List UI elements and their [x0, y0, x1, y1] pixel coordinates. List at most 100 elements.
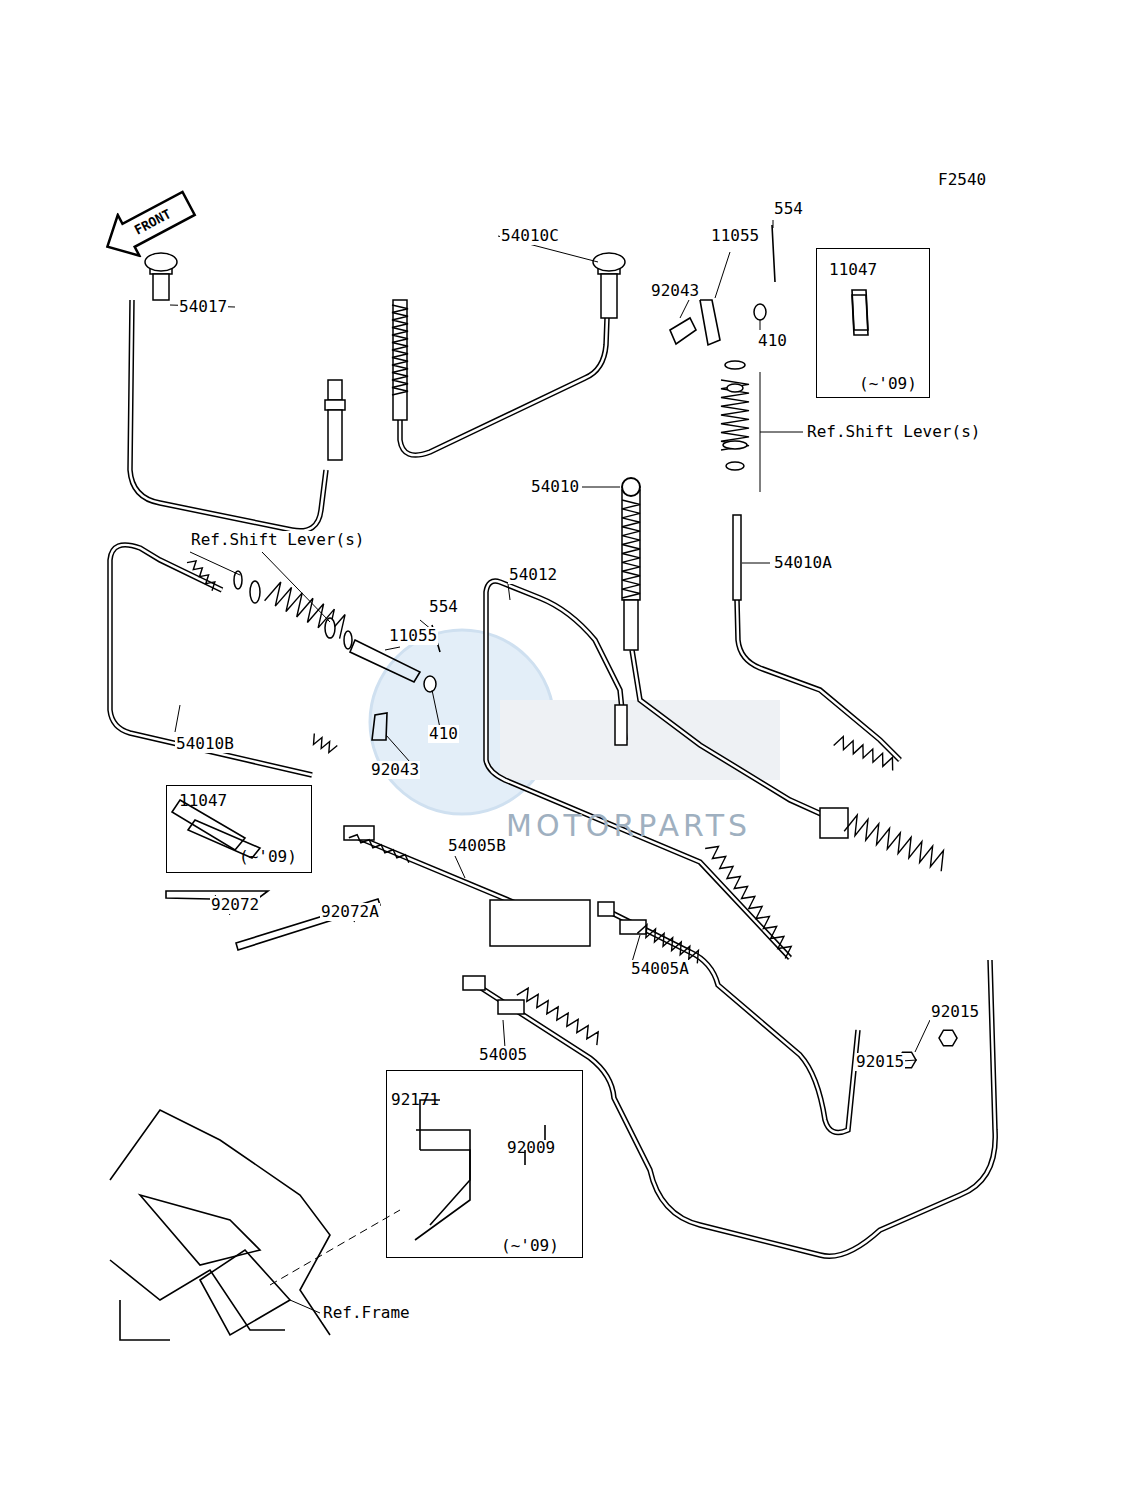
leader-line — [290, 1300, 320, 1313]
spring-coil — [349, 835, 409, 863]
callout-number: Ref.Shift Lever(s) — [806, 423, 981, 441]
cable-core — [632, 650, 830, 818]
spring-coil — [622, 500, 640, 598]
small-part — [350, 640, 420, 682]
washer — [725, 361, 745, 369]
cable-outline — [345, 832, 520, 905]
cable-fitting — [615, 705, 627, 745]
callout-number: 54010C — [500, 227, 560, 245]
cable-fitting — [733, 515, 741, 600]
spring-coil — [314, 734, 338, 753]
cable-fitting — [624, 600, 638, 650]
cable-outline — [486, 581, 790, 958]
callout-number: 92015 — [930, 1003, 980, 1021]
callout-number: 410 — [757, 332, 788, 350]
cable-fitting — [463, 976, 485, 990]
washer — [723, 441, 747, 449]
cable-fitting — [393, 300, 407, 420]
cable-outline — [110, 545, 312, 775]
spring-coil — [834, 737, 893, 771]
leader-line — [760, 320, 761, 330]
variant-box: 92171 92009 (~'09) — [386, 1070, 583, 1258]
frame-outline — [110, 1260, 285, 1330]
cable-fitting — [153, 274, 169, 300]
front-arrow: FRONT — [94, 180, 202, 269]
callout-number: Ref.Shift Lever(s) — [190, 531, 365, 549]
callout-number: F2540 — [937, 171, 987, 189]
mount-line — [270, 1210, 400, 1285]
callout-number: Ref.Frame — [322, 1304, 411, 1322]
small-part — [432, 225, 775, 652]
cable-outline — [737, 600, 900, 760]
callout-number: 54010B — [175, 735, 235, 753]
leader-line — [508, 584, 510, 600]
small-part — [372, 713, 387, 740]
cable-core — [472, 960, 995, 1256]
leader-line — [742, 563, 770, 564]
cable-fitting — [598, 902, 614, 916]
spring-coil — [517, 988, 598, 1045]
washer — [325, 618, 335, 638]
part-number: 92009 — [507, 1139, 555, 1157]
callout-number: 54017 — [178, 298, 228, 316]
cable-outline — [472, 960, 995, 1256]
spring-coil — [844, 815, 943, 871]
leader-line — [190, 552, 330, 622]
cable-core — [610, 912, 858, 1132]
part-number: 11047 — [179, 792, 227, 810]
cable-outline — [610, 912, 858, 1132]
cable-core — [486, 581, 790, 958]
date-note: (~'09) — [501, 1237, 559, 1255]
callout-number: 92043 — [370, 761, 420, 779]
leader-line — [582, 487, 620, 488]
callout-number: 92015 — [855, 1053, 905, 1071]
cable-core — [737, 600, 900, 760]
cable-core — [345, 832, 520, 905]
arrow-shape — [97, 183, 200, 267]
date-note: (~'09) — [859, 375, 917, 393]
frame-outline — [200, 1250, 290, 1335]
callout-number: 92072 — [210, 896, 260, 914]
cable-group — [110, 300, 995, 1256]
washer — [727, 384, 743, 392]
callout-number: 11055 — [388, 627, 438, 645]
callout-number: 54005A — [630, 960, 690, 978]
washer — [250, 581, 260, 603]
part-number: 92171 — [391, 1091, 439, 1109]
leader-line — [680, 298, 690, 318]
cable-core — [400, 318, 607, 455]
callout-number: 54012 — [508, 566, 558, 584]
leader-line — [915, 1020, 930, 1052]
cable-fitting — [498, 1000, 524, 1014]
callout-number: 92072A — [320, 903, 380, 921]
callout-number: 11055 — [710, 227, 760, 245]
variant-part — [852, 295, 868, 335]
washer — [754, 304, 766, 320]
cable-fitting — [328, 380, 342, 400]
spring-coil — [705, 846, 791, 958]
date-note: (~'09) — [239, 848, 297, 866]
spring-coil — [637, 925, 698, 964]
callout-number: 54005B — [447, 837, 507, 855]
cable-outline — [632, 650, 830, 818]
callout-number: 554 — [428, 598, 459, 616]
leader-line — [175, 705, 180, 732]
watermark-text: MOTORPARTS — [505, 810, 752, 842]
leader-line — [715, 252, 730, 298]
cable-core — [110, 545, 312, 775]
cable-outline — [130, 300, 326, 531]
leader-line — [432, 690, 440, 728]
leader-line — [773, 220, 774, 228]
cable-fitting — [622, 490, 640, 600]
leader-line — [385, 647, 400, 650]
callout-number: 410 — [428, 725, 459, 743]
small-part — [700, 300, 720, 345]
callout-number: 554 — [773, 200, 804, 218]
adjuster-knob — [145, 253, 177, 271]
leader-line — [386, 735, 410, 762]
cable-fitting — [328, 410, 342, 460]
cable-fitting — [820, 808, 848, 838]
callout-number: 54005 — [478, 1046, 528, 1064]
variant-part — [420, 1100, 545, 1225]
